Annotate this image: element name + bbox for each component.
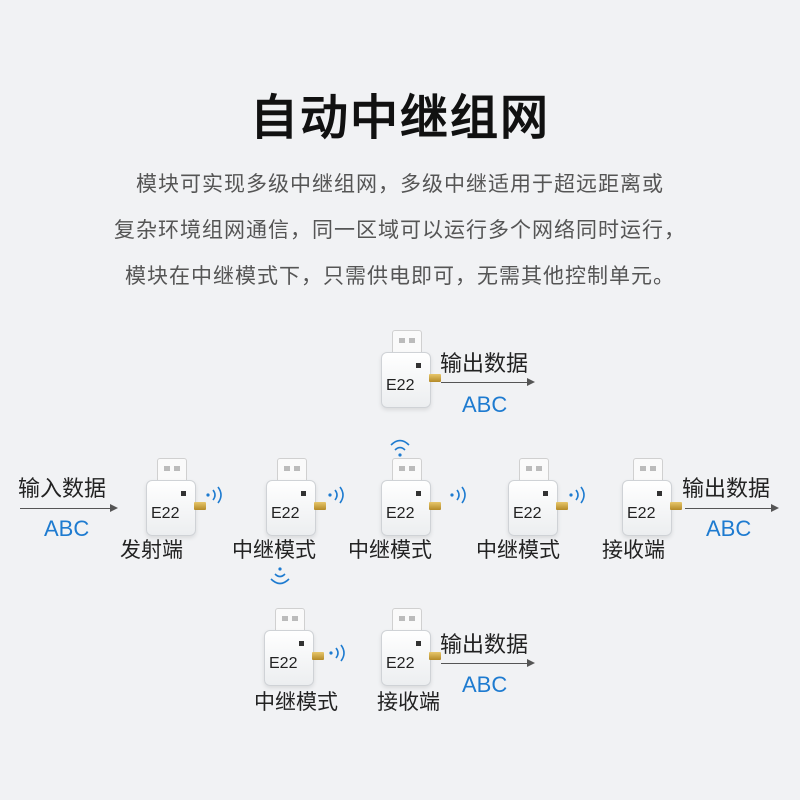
module-body: E22 <box>508 480 558 536</box>
receiver-label-bottom: 接收端 <box>377 690 440 714</box>
module-body: E22 <box>264 630 314 686</box>
usb-connector <box>277 458 307 482</box>
led-indicator <box>301 491 306 496</box>
e22-module-top-receiver: E22 <box>381 330 443 410</box>
module-body: E22 <box>381 480 431 536</box>
signal-waves-down-icon <box>270 567 290 585</box>
antenna-connector <box>312 652 324 660</box>
module-body: E22 <box>381 630 431 686</box>
input-arrow <box>20 504 118 512</box>
signal-waves-up-icon <box>390 439 410 457</box>
module-body: E22 <box>146 480 196 536</box>
e22-module-receiver: E22 <box>622 458 684 538</box>
module-model-label: E22 <box>386 505 415 522</box>
usb-connector <box>392 458 422 482</box>
relay-label-bottom: 中继模式 <box>254 690 338 714</box>
usb-connector <box>633 458 663 482</box>
led-indicator <box>416 491 421 496</box>
usb-connector <box>275 608 305 632</box>
payload-output-bottom: ABC <box>462 672 508 697</box>
relay-label-2: 中继模式 <box>348 538 432 562</box>
module-body: E22 <box>266 480 316 536</box>
e22-module-relay-bottom: E22 <box>264 608 326 688</box>
relay-label-3: 中继模式 <box>476 538 560 562</box>
description-line-3: 模块在中继模式下，只需供电即可，无需其他控制单元。 <box>125 264 675 288</box>
output-data-label-bottom: 输出数据 <box>440 633 529 658</box>
module-body: E22 <box>381 352 431 408</box>
payload-input: ABC <box>44 516 90 541</box>
led-indicator <box>657 491 662 496</box>
e22-module-relay-1: E22 <box>266 458 328 538</box>
input-data-label: 输入数据 <box>18 477 107 502</box>
description-line-2: 复杂环境组网通信，同一区域可以运行多个网络同时运行， <box>114 218 686 242</box>
module-model-label: E22 <box>386 655 415 672</box>
antenna-connector <box>314 502 326 510</box>
e22-module-receiver-bottom: E22 <box>381 608 443 688</box>
module-model-label: E22 <box>513 505 542 522</box>
module-model-label: E22 <box>386 377 415 394</box>
output-arrow-top <box>441 378 535 386</box>
usb-connector <box>392 608 422 632</box>
e22-module-relay-2: E22 <box>381 458 443 538</box>
signal-waves-icon <box>206 486 222 504</box>
led-indicator <box>543 491 548 496</box>
antenna-connector <box>556 502 568 510</box>
receiver-label: 接收端 <box>602 538 665 562</box>
module-model-label: E22 <box>151 505 180 522</box>
led-indicator <box>416 641 421 646</box>
antenna-connector <box>670 502 682 510</box>
description-line-1: 模块可实现多级中继组网，多级中继适用于超远距离或 <box>136 172 664 196</box>
signal-waves-icon <box>450 486 466 504</box>
output-arrow-bottom <box>441 659 535 667</box>
signal-waves-icon <box>569 486 585 504</box>
signal-waves-icon <box>328 486 344 504</box>
led-indicator <box>299 641 304 646</box>
e22-module-transmitter: E22 <box>146 458 208 538</box>
module-model-label: E22 <box>627 505 656 522</box>
output-data-label-top: 输出数据 <box>440 352 529 377</box>
payload-output-main: ABC <box>706 516 752 541</box>
module-model-label: E22 <box>271 505 300 522</box>
antenna-connector <box>429 374 441 382</box>
module-body: E22 <box>622 480 672 536</box>
signal-waves-icon <box>329 644 345 662</box>
output-arrow-main <box>685 504 779 512</box>
led-indicator <box>416 363 421 368</box>
usb-connector <box>392 330 422 354</box>
output-data-label-main: 输出数据 <box>682 477 771 502</box>
antenna-connector <box>194 502 206 510</box>
payload-output-top: ABC <box>462 392 508 417</box>
module-model-label: E22 <box>269 655 298 672</box>
led-indicator <box>181 491 186 496</box>
antenna-connector <box>429 502 441 510</box>
e22-module-relay-3: E22 <box>508 458 570 538</box>
usb-connector <box>157 458 187 482</box>
antenna-connector <box>429 652 441 660</box>
transmitter-label: 发射端 <box>120 538 183 562</box>
page-title: 自动中继组网 <box>249 90 550 146</box>
relay-label-1: 中继模式 <box>232 538 316 562</box>
usb-connector <box>519 458 549 482</box>
